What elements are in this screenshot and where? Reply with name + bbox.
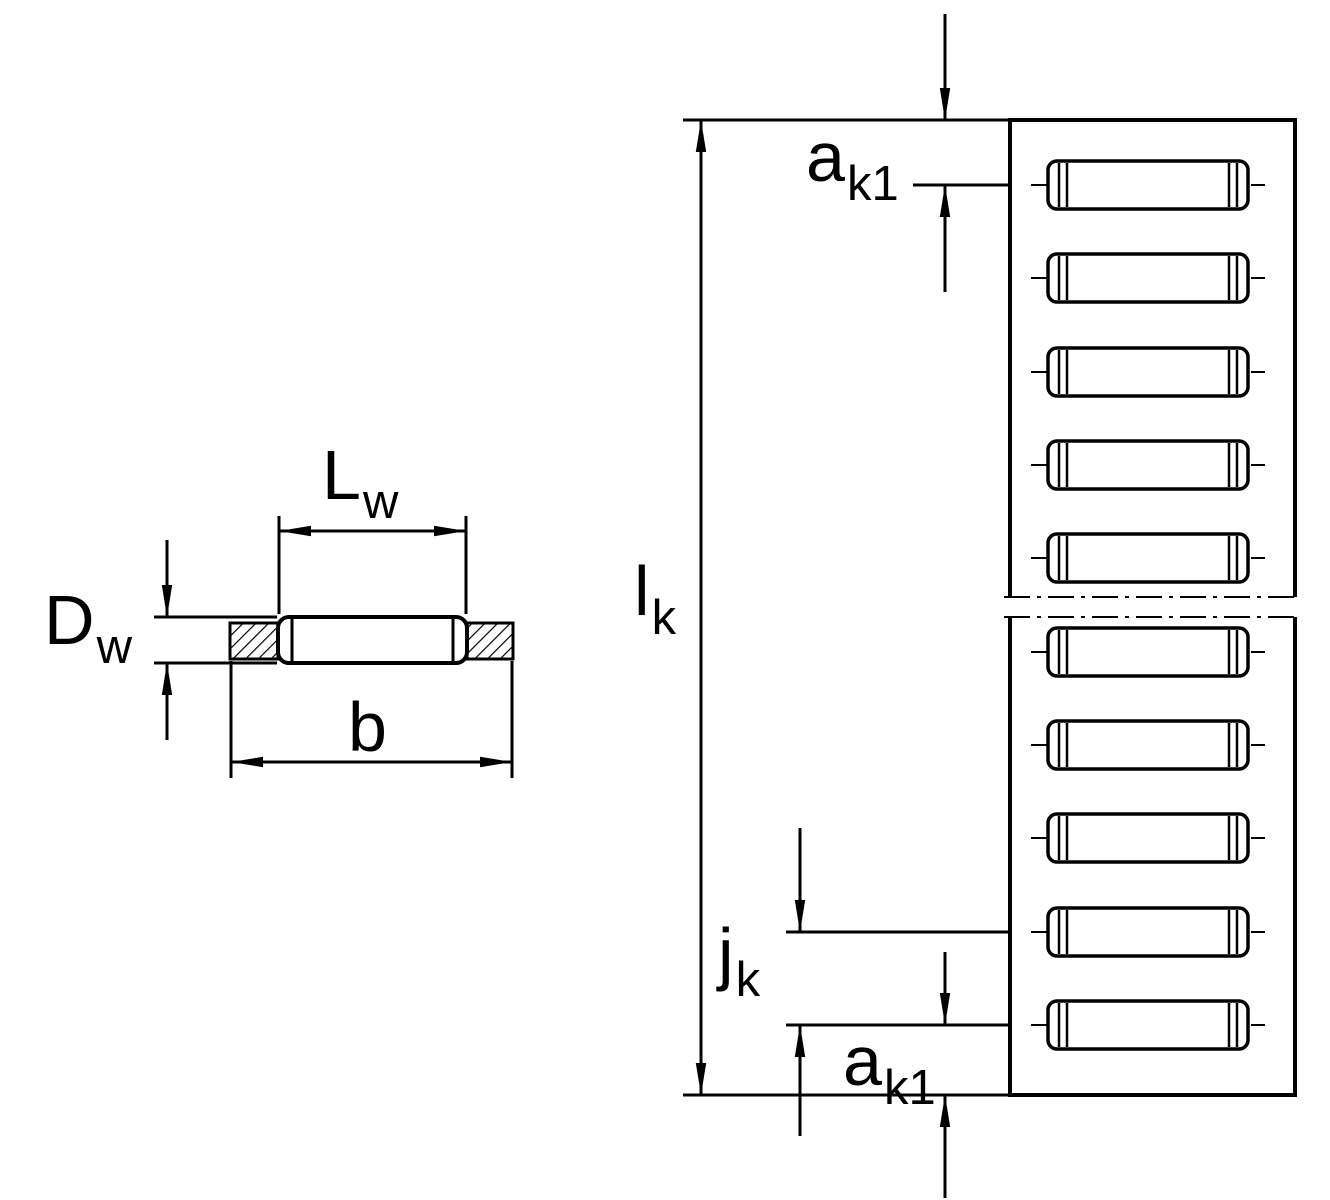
dimension-roller-length [277, 516, 468, 614]
needle-roller [1029, 999, 1267, 1051]
needle-roller [1029, 532, 1267, 584]
flat-cage-view [683, 14, 1300, 1198]
cage-outline-upper [1008, 118, 1297, 597]
label-end-distance-top: ak1 [806, 122, 899, 208]
needle-roller [1029, 346, 1267, 398]
needle-roller [1029, 159, 1267, 211]
dimension-pocket-pitch [786, 828, 1010, 1136]
cage-rollers [1029, 159, 1267, 1051]
label-cage-length: lk [634, 556, 676, 642]
label-roller-diameter: Dw [44, 585, 132, 671]
label-subscript: w [362, 474, 399, 529]
label-subscript: k1 [846, 156, 899, 211]
label-base: l [634, 552, 650, 630]
cage-rail-section-right [465, 621, 515, 661]
label-subscript: k [735, 952, 761, 1007]
roller-cross-section-view [154, 516, 515, 778]
label-base: a [806, 118, 845, 196]
needle-roller [1029, 252, 1267, 304]
cage-rail-section-left [228, 621, 280, 661]
label-base: j [718, 914, 734, 992]
label-roller-length: Lw [322, 440, 398, 526]
label-base: b [348, 688, 387, 766]
needle-roller [1029, 812, 1267, 864]
label-base: L [322, 436, 361, 514]
label-section-width: b [348, 692, 389, 762]
label-pocket-pitch: jk [718, 918, 760, 1004]
needle-roller [1029, 626, 1267, 678]
dimension-section-width [229, 661, 514, 778]
dimension-cage-length [683, 118, 1010, 1097]
dimension-end-distance-top [913, 14, 1010, 292]
needle-roller [1029, 719, 1267, 771]
roller-outline [276, 615, 469, 665]
label-end-distance-bottom: ak1 [843, 1026, 936, 1112]
cage-outline-lower [1008, 617, 1297, 1097]
needle-roller [1029, 439, 1267, 491]
label-subscript: k [651, 590, 677, 645]
label-subscript: w [96, 619, 132, 674]
label-subscript: k1 [883, 1060, 936, 1115]
label-base: a [843, 1022, 882, 1100]
dimension-roller-diameter [154, 540, 277, 740]
label-base: D [44, 581, 95, 659]
needle-roller [1029, 906, 1267, 958]
